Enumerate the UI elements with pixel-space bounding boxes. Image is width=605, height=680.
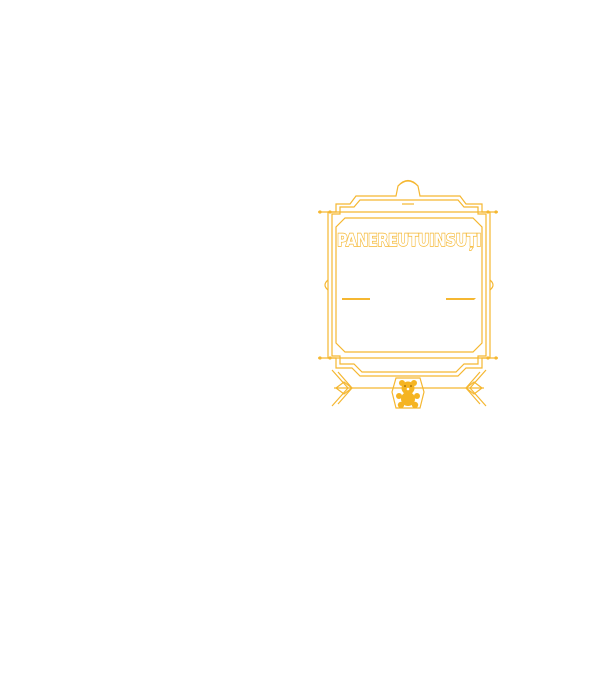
badge-title: PANEREUTUINSUȚI xyxy=(337,231,481,251)
top-dome xyxy=(397,180,419,187)
bottom-ornament xyxy=(331,369,487,409)
left-base-diamond xyxy=(335,381,353,395)
right-base-diamond xyxy=(465,381,483,395)
divider-group xyxy=(342,298,476,300)
outer-frame-path xyxy=(327,179,491,377)
bear-medallion-ring xyxy=(391,377,425,409)
bottom-rule-dot-inner-right xyxy=(486,356,490,360)
bottom-rule-dot-left xyxy=(318,356,322,360)
top-rule-dot-inner-right xyxy=(486,210,490,214)
top-rule-dot-right xyxy=(494,210,498,214)
right-side-knob xyxy=(489,279,494,291)
divider-left xyxy=(342,298,370,300)
outer-frame xyxy=(318,179,498,377)
ornamental-badge: PANEREUTUINSUȚI xyxy=(318,179,498,409)
teddy-bear-icon xyxy=(396,380,420,409)
left-side-knob xyxy=(324,279,329,291)
inner-frame-path xyxy=(335,217,483,353)
top-rule-dot-inner-left xyxy=(328,210,332,214)
divider-right xyxy=(446,298,476,300)
top-rule-dot-left xyxy=(318,210,322,214)
middle-frame-path xyxy=(331,199,487,373)
bottom-rule-dot-inner-left xyxy=(328,356,332,360)
bottom-rule-dot-right xyxy=(494,356,498,360)
title-group: PANEREUTUINSUȚI xyxy=(336,230,482,251)
